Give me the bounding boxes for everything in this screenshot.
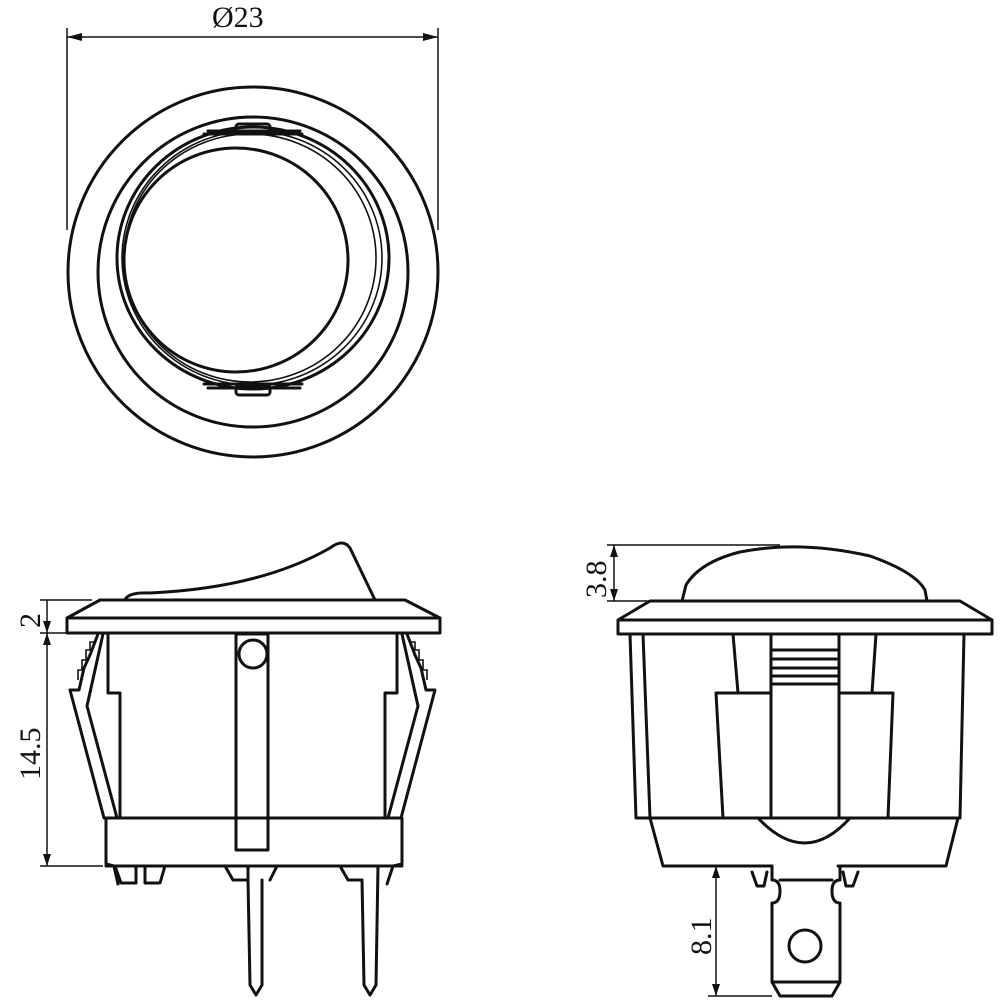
- foot-4: [268, 864, 364, 882]
- height-dimensions: 2 14.5: [14, 599, 103, 867]
- side-body: [628, 632, 966, 820]
- terminal-pin-1: [246, 878, 264, 997]
- terminal-hole: [787, 928, 823, 964]
- diameter-dimension: Ø23: [66, 1, 439, 230]
- actuator-height-dimension: 3.8: [580, 544, 780, 602]
- quick-connect-terminal: [770, 864, 842, 998]
- inner-bezel-circle: [96, 115, 410, 429]
- rocker-actuator: [123, 541, 377, 602]
- side-body-inner-left: [641, 632, 652, 820]
- terminal-pin-2: [360, 864, 380, 997]
- terminal-barb-left: [750, 870, 769, 888]
- side-view: 3.8 8.1: [580, 544, 994, 998]
- top-view: Ø23: [66, 1, 440, 459]
- flange-thickness-label: 2: [14, 613, 47, 628]
- front-view: 2 14.5: [14, 541, 442, 997]
- left-clip-inner: [85, 632, 119, 820]
- foot-2: [143, 864, 167, 885]
- body-height-label: 14.5: [14, 728, 47, 781]
- outer-bezel-circle: [66, 85, 440, 459]
- diameter-label: Ø23: [212, 1, 264, 34]
- front-body: [106, 632, 399, 820]
- right-clip-inner: [386, 632, 420, 820]
- center-slot: [234, 632, 270, 852]
- inner-struts: [731, 632, 878, 695]
- center-column: [769, 632, 841, 820]
- inner-blocks: [714, 691, 895, 820]
- terminal-length-label: 8.1: [685, 918, 718, 956]
- right-clip-teeth: [409, 641, 428, 680]
- left-clip-outer: [68, 632, 115, 820]
- foot-3: [223, 864, 250, 882]
- terminal-barb-right: [841, 870, 860, 888]
- housing-ring-inner: [121, 130, 383, 386]
- terminal-length-dimension: 8.1: [685, 865, 772, 997]
- top-tab: [202, 122, 304, 136]
- bottom-tab: [202, 382, 304, 397]
- actuator-height-label: 3.8: [580, 561, 613, 599]
- left-clip-teeth: [77, 641, 96, 680]
- foot-1: [113, 864, 138, 885]
- center-ribs: [770, 648, 840, 686]
- side-flange: [616, 599, 994, 636]
- bottom-arc: [756, 816, 852, 845]
- actuator-circle: [122, 146, 350, 374]
- dome-actuator: [680, 545, 929, 603]
- indicator-dot: [237, 638, 269, 670]
